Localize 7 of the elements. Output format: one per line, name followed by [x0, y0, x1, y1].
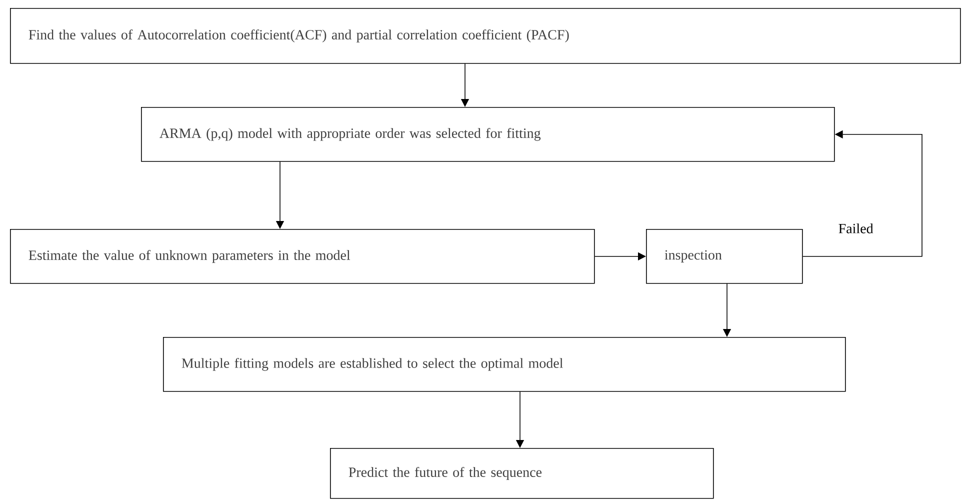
process-box: Predict the future of the sequence: [330, 448, 714, 499]
process-box: Multiple fitting models are established to select the optimal model: [163, 337, 846, 392]
process-box: Estimate the value of unknown parameters in the model: [10, 228, 595, 284]
process-box: ARMA (p,q) model with appropriate order was selected for fitting: [141, 107, 835, 162]
edge-label: Failed: [837, 222, 874, 234]
process-box: inspection: [646, 228, 803, 284]
process-box: Find the values of Autocorrelation coefficient(ACF) and partial correlation coefficient (PACF): [10, 8, 961, 64]
